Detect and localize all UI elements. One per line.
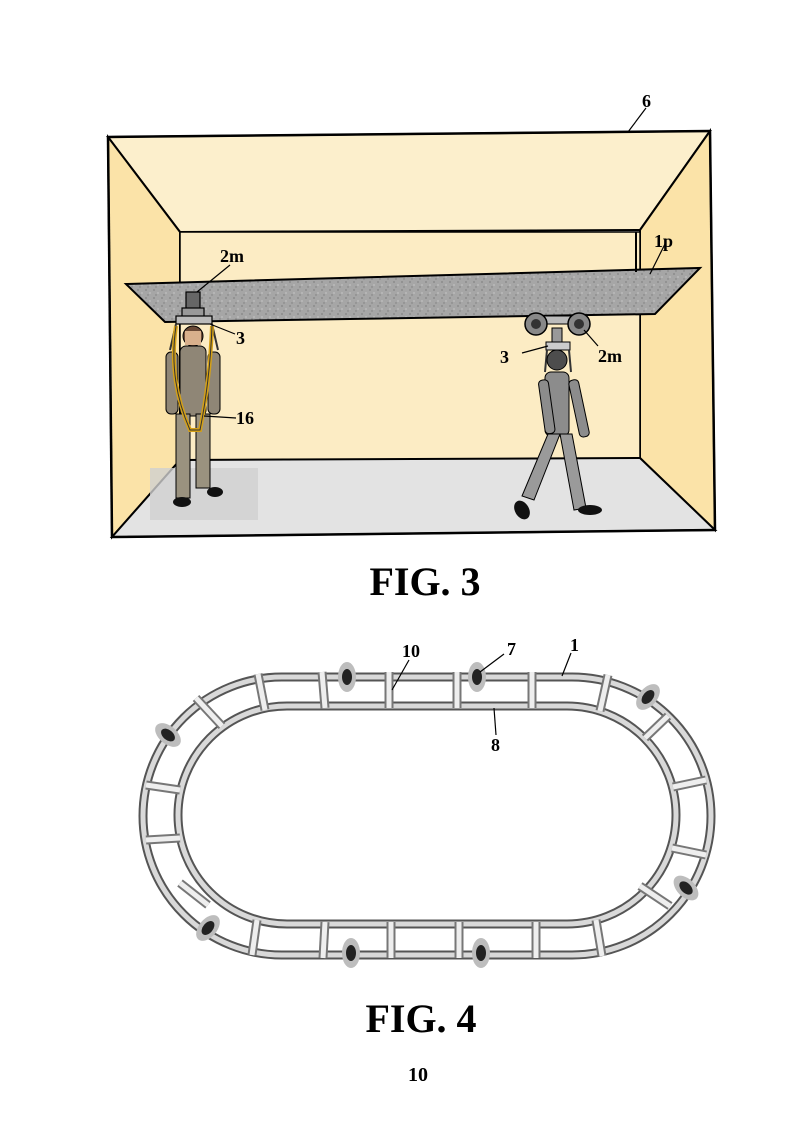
- support-mount: [468, 662, 486, 692]
- label-room: 6: [642, 91, 651, 111]
- label-inner-connector: 10: [402, 641, 420, 661]
- support-mount: [472, 938, 490, 968]
- figure-4: 10 7 1 8 FIG. 4: [138, 635, 716, 1041]
- figure-3-leader-lines: [196, 107, 666, 419]
- label-trolley-right: 2m: [598, 346, 622, 366]
- label-trolley-left: 2m: [220, 246, 244, 266]
- label-support: 7: [507, 639, 516, 659]
- right-hanger: [544, 349, 572, 373]
- support-mount: [636, 684, 660, 710]
- support-mount: [196, 915, 220, 941]
- figure-4-caption: FIG. 4: [365, 996, 476, 1041]
- left-trolley: [175, 291, 213, 325]
- support-mount: [338, 662, 356, 692]
- support-mount: [673, 875, 699, 901]
- label-inner-rail: 8: [491, 735, 500, 755]
- ceiling-track: [123, 266, 703, 324]
- label-harness: 16: [236, 408, 254, 428]
- label-hanger-left: 3: [236, 328, 245, 348]
- right-trolley: [524, 312, 591, 351]
- support-mounts: [155, 662, 699, 968]
- harness-straps: [171, 325, 214, 432]
- figure-3-caption: FIG. 3: [369, 559, 480, 604]
- figure-3: 6 1p 2m 3 16 3 2m FIG. 3: [106, 91, 718, 604]
- label-track: 1p: [654, 231, 673, 251]
- page-number: 10: [408, 1064, 428, 1086]
- support-mount: [342, 938, 360, 968]
- figure-4-leader-lines: [391, 652, 572, 736]
- ceiling: [106, 129, 712, 234]
- rail-connectors: [145, 671, 707, 959]
- label-outer-rail: 1: [570, 635, 579, 655]
- support-mount: [155, 723, 181, 747]
- person-right: [514, 349, 602, 520]
- person-left: [165, 325, 223, 507]
- label-hanger-right: 3: [500, 347, 509, 367]
- room: [106, 127, 718, 540]
- inner-rail: [173, 701, 681, 929]
